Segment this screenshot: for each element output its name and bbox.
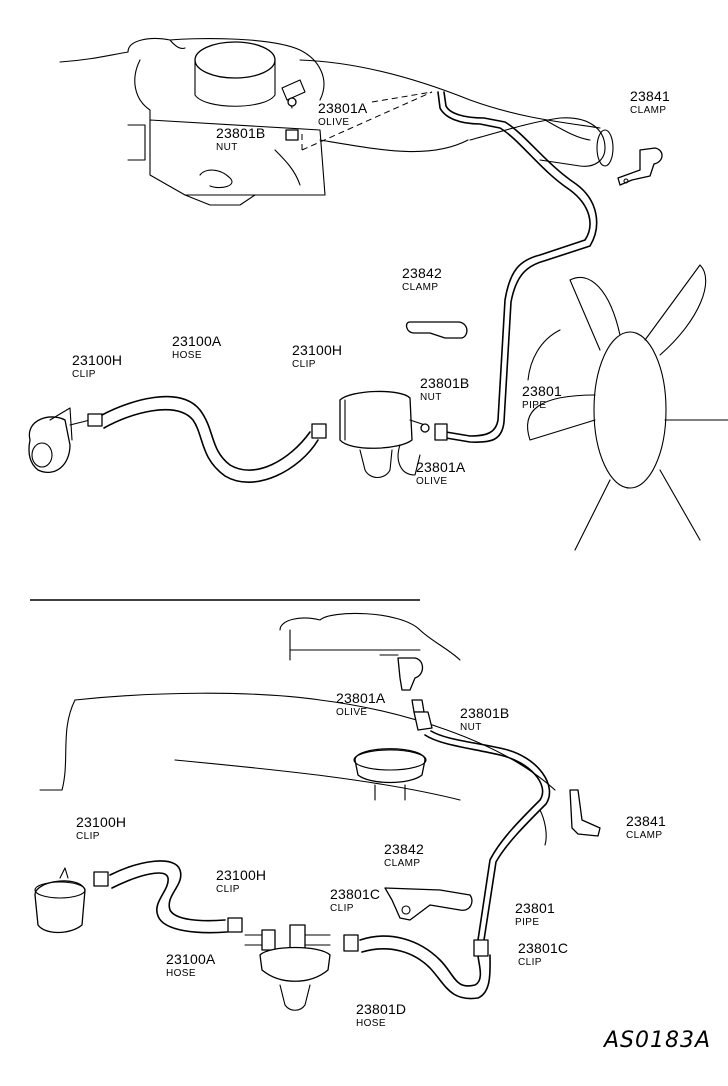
part-name: HOSE: [356, 1018, 386, 1029]
top-carburetor: [127, 37, 326, 206]
part-number: 23801B: [216, 125, 266, 141]
label-bottom-23801a-olive: 23801A OLIVE: [336, 691, 385, 718]
part-name: CLIP: [292, 359, 316, 370]
part-number: 23100A: [166, 951, 216, 967]
part-name: CLAMP: [630, 105, 667, 116]
part-number: 23100A: [172, 333, 222, 349]
part-number: 23842: [384, 841, 424, 857]
bottom-elbow-fitting: [379, 654, 424, 691]
part-name: CLIP: [216, 884, 240, 895]
label-bottom-23842-clamp: 23842 CLAMP: [384, 842, 424, 869]
part-name: CLIP: [330, 903, 354, 914]
part-number: 23100H: [72, 352, 123, 368]
bottom-clip-23801c: [343, 934, 489, 957]
bottom-engine-outline: [39, 612, 556, 846]
label-top-23841-clamp: 23841 CLAMP: [630, 89, 670, 116]
part-name: CLAMP: [626, 830, 663, 841]
bottom-clamp-23842: [384, 887, 473, 921]
top-engine-outline: [59, 51, 601, 153]
label-bottom-23801c-clip-right: 23801C CLIP: [518, 941, 568, 968]
label-bottom-23100a-hose: 23100A HOSE: [166, 952, 215, 979]
part-number: 23841: [626, 813, 666, 829]
label-bottom-23100h-clip-left: 23100H CLIP: [76, 815, 126, 842]
part-name: HOSE: [172, 350, 202, 361]
bottom-olive-nut: [411, 699, 433, 731]
bottom-fuel-pipe: [424, 730, 551, 941]
part-number: 23801B: [420, 375, 470, 391]
part-number: 23841: [630, 88, 670, 104]
bottom-hose-23100a: [109, 860, 228, 934]
part-name: CLIP: [76, 831, 100, 842]
part-number: 23801D: [356, 1001, 407, 1017]
part-number: 23801B: [460, 705, 510, 721]
bottom-fuel-filter: [34, 867, 109, 934]
label-bottom-23100h-clip-right: 23100H CLIP: [216, 868, 266, 895]
part-number: 23801A: [318, 100, 368, 116]
top-hose-23100a: [101, 395, 319, 483]
part-number: 23100H: [216, 867, 267, 883]
top-fuel-pipe: [437, 91, 598, 443]
part-number: 23801C: [518, 940, 569, 956]
part-name: CLAMP: [402, 282, 439, 293]
part-name: HOSE: [166, 968, 196, 979]
part-number: 23801A: [336, 690, 386, 706]
label-top-23801a-olive-pump: 23801A OLIVE: [416, 460, 465, 487]
part-name: PIPE: [515, 917, 540, 928]
part-number: 23100H: [292, 342, 343, 358]
label-bottom-23801d-hose: 23801D HOSE: [356, 1002, 406, 1029]
part-number: 23801: [522, 383, 562, 399]
top-fuel-pump: [311, 390, 448, 479]
label-bottom-23801b-nut: 23801B NUT: [460, 706, 509, 733]
part-number: 23842: [402, 265, 442, 281]
label-bottom-23841-clamp: 23841 CLAMP: [626, 814, 666, 841]
bottom-oil-cap: [353, 748, 427, 801]
label-top-23801a-olive: 23801A OLIVE: [318, 101, 367, 128]
bottom-fuel-pump: [227, 917, 331, 1011]
label-top-23842-clamp: 23842 CLAMP: [402, 266, 442, 293]
top-olive-23801a: [285, 97, 299, 141]
top-air-pipe: [469, 117, 614, 167]
label-top-23100h-clip-left: 23100H CLIP: [72, 353, 122, 380]
top-clamp-23841: [617, 147, 663, 186]
part-name: NUT: [420, 392, 442, 403]
part-name: OLIVE: [416, 476, 448, 487]
label-bottom-23801-pipe: 23801 PIPE: [515, 901, 555, 928]
top-clamp-23842: [405, 321, 468, 339]
top-fuel-filter: [28, 407, 103, 473]
part-number: 23100H: [76, 814, 127, 830]
part-name: OLIVE: [336, 707, 368, 718]
top-dashed-guide: [301, 91, 433, 151]
part-name: CLIP: [72, 369, 96, 380]
label-top-23100a-hose: 23100A HOSE: [172, 334, 221, 361]
part-name: NUT: [460, 722, 482, 733]
diagram-code: AS0183A: [604, 1028, 712, 1053]
bottom-hose-23801d: [359, 935, 491, 1000]
bottom-clamp-23841: [569, 789, 601, 837]
label-top-23801-pipe: 23801 PIPE: [522, 384, 562, 411]
part-number: 23801A: [416, 459, 466, 475]
part-number: 23801C: [330, 886, 381, 902]
label-top-23801b-nut: 23801B NUT: [216, 126, 265, 153]
part-name: NUT: [216, 142, 238, 153]
label-top-23100h-clip-right: 23100H CLIP: [292, 343, 342, 370]
label-top-23801b-nut-pump: 23801B NUT: [420, 376, 469, 403]
part-name: OLIVE: [318, 117, 350, 128]
part-number: 23801: [515, 900, 555, 916]
part-name: PIPE: [522, 400, 547, 411]
part-name: CLIP: [518, 957, 542, 968]
label-bottom-23801c-clip-left: 23801C CLIP: [330, 887, 380, 914]
top-fan: [527, 264, 728, 551]
part-name: CLAMP: [384, 858, 421, 869]
